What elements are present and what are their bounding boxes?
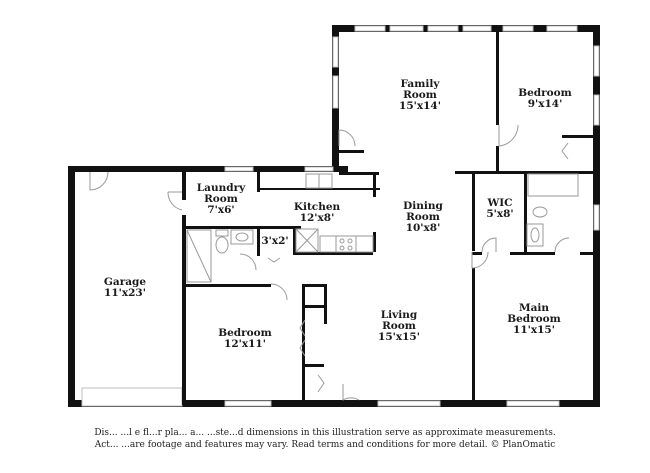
- room-label-kitchen: Kitchen 12'x8': [293, 201, 341, 224]
- room-label-bedroom-bottom-left: Bedroom 12'x11': [218, 327, 272, 350]
- windows: [81, 25, 600, 407]
- disclaimer-line-1: Dis... ...l e fl...r pla... a... ...ste.…: [94, 428, 556, 438]
- interior-walls: [182, 25, 595, 405]
- room-label-living-room: Living Room 15'x15': [378, 309, 420, 343]
- room-label-main-bedroom: Main Bedroom 11'x15': [507, 302, 561, 336]
- room-label-garage: Garage 11'x23': [103, 276, 147, 299]
- room-label-dining-room: Dining Room 10'x8': [403, 200, 443, 234]
- fixtures: [89, 124, 579, 401]
- room-label-half-bath-closet: 3'x2': [261, 235, 289, 247]
- room-label-wic: WIC 5'x8': [486, 197, 514, 220]
- disclaimer-line-2: Act... ...are footage and features may v…: [94, 440, 556, 450]
- room-label-laundry-room: Laundry Room 7'x6': [196, 182, 246, 216]
- room-label-family-room: Family Room 15'x14': [399, 78, 441, 112]
- room-label-bedroom-top-right: Bedroom 9'x14': [518, 87, 572, 110]
